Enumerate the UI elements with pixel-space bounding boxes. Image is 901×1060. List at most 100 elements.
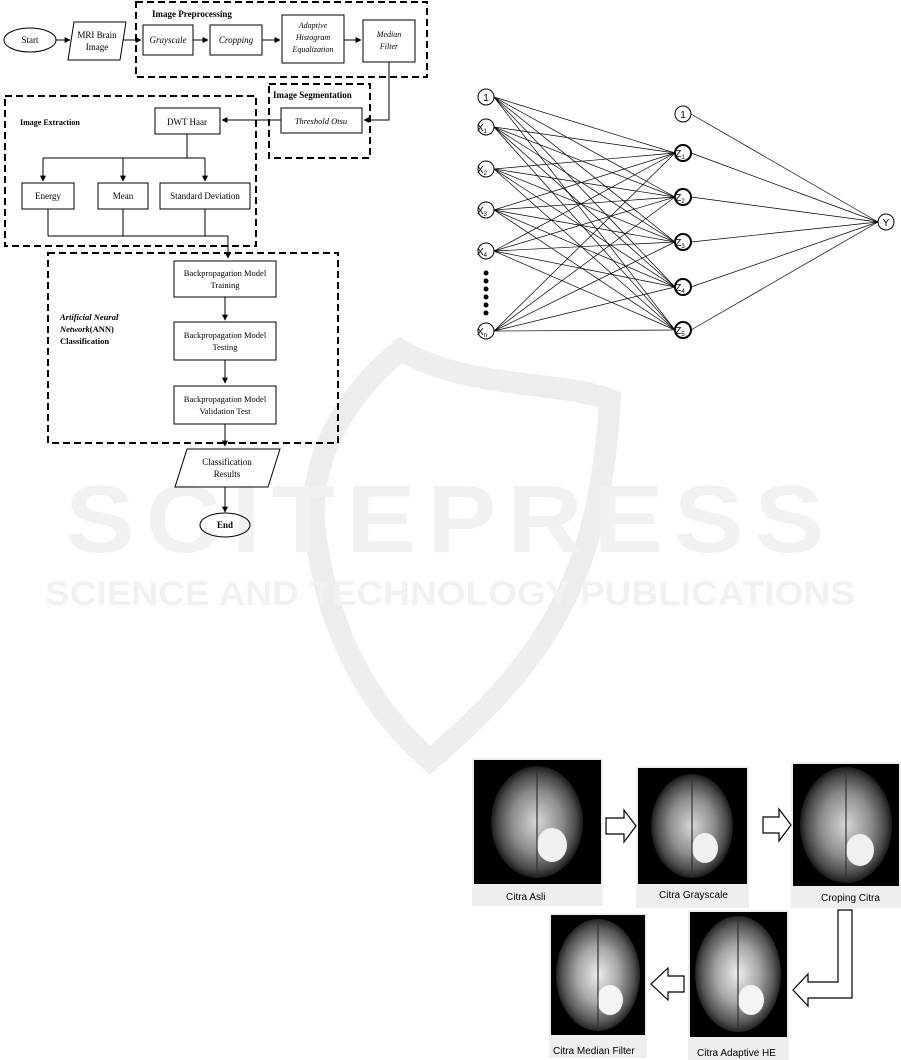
nn-edge-in4-h0	[493, 152, 676, 252]
nn-edge-h1-out	[690, 152, 879, 223]
nn-hidden-node-5	[674, 321, 692, 339]
median-label-line2: Filter	[379, 42, 399, 51]
testing-label-line2: Testing	[213, 342, 239, 352]
end-label: End	[217, 520, 233, 530]
ann-title-abbrev: (ANN)	[90, 324, 114, 334]
nn-hidden-sub-2: 2	[681, 199, 685, 205]
hollow-arrow-original-grayscale	[605, 808, 637, 844]
training-box	[173, 260, 277, 298]
cropping-label: Cropping	[219, 35, 254, 45]
results-shape	[174, 448, 281, 488]
nn-edge-in0-h4	[493, 96, 676, 331]
grayscale-label: Grayscale	[150, 35, 187, 45]
brain-cropping-tumor	[846, 834, 874, 866]
nn-edge-in5-h0	[493, 152, 676, 332]
nn-edge-in3-h4	[493, 209, 676, 331]
results-label-line2: Results	[214, 469, 241, 479]
nn-edge-in2-h1	[493, 168, 676, 198]
nn-hidden-base-5: Z	[675, 326, 681, 337]
nn-hidden-sub-3: 3	[681, 244, 685, 250]
results-label-line1: Classification	[202, 457, 252, 467]
nn-edge-in0-h1	[493, 96, 676, 198]
nn-input-bias-node	[477, 88, 495, 106]
nn-output-node	[877, 213, 895, 231]
watermark: SCITEPRESS SCIENCE AND TECHNOLOGY PUBLIC…	[45, 336, 855, 775]
nn-edge-in3-h1	[493, 196, 676, 211]
nn-input-node-3	[477, 201, 495, 219]
nn-input-base-2: X	[477, 165, 484, 176]
nn-edge-in3-h2	[493, 209, 676, 243]
extraction-group	[4, 95, 257, 247]
nn-input-base-1: X	[477, 123, 484, 134]
nn-hidden-sub-4: 4	[681, 289, 685, 295]
validation-label-line2: Validation Test	[200, 406, 252, 416]
flowchart: Image Preprocessing Image Segmentation I…	[3, 1, 428, 538]
nn-edge-in2-h3	[493, 168, 676, 288]
nn-input-sub-2: 2	[484, 171, 488, 177]
ahe-label-line1: Adaptive	[298, 21, 328, 30]
neural-network: 1 X1 X2 X3 X4 Xn 1 Z1 Z2 Z3 Z4 Z5 Y	[477, 88, 895, 340]
nn-hidden-label-4: Z4	[675, 283, 685, 295]
ahe-box	[281, 14, 345, 64]
mri-pipeline: Citra Asli Citra Grayscale Croping Citra…	[472, 758, 901, 1060]
nn-edge-in5-h1	[493, 196, 676, 332]
nn-edge-in1-h2	[493, 126, 676, 243]
nn-hidden-label-3: Z3	[675, 238, 685, 250]
ahe-label-line2: Histogram	[295, 33, 330, 42]
nn-hidden-base-4: Z	[675, 283, 681, 294]
nn-input-sub-1: 1	[484, 129, 488, 135]
std-label: Standard Deviation	[170, 191, 240, 201]
training-label-line1: Backpropagation Model	[184, 268, 267, 278]
segmentation-title: Image Segmentation	[273, 90, 352, 100]
hollow-arrow-adaptive-median	[650, 966, 685, 1002]
nn-hidden-label-5: Z5	[675, 326, 685, 338]
watermark-logo-text: SCITEPRESS	[65, 466, 835, 573]
nn-input-sub-n: n	[484, 333, 487, 339]
extraction-title: Image Extraction	[20, 118, 80, 127]
nn-input-node-2	[477, 160, 495, 178]
nn-hidden-base-2: Z	[675, 193, 681, 204]
nn-hidden-node-4	[674, 278, 692, 296]
ann-title-line3: Classification	[60, 336, 109, 346]
watermark-tagline: SCIENCE AND TECHNOLOGY PUBLICATIONS	[45, 575, 855, 613]
nn-input-label-1: X1	[477, 123, 488, 135]
nn-hidden-base-3: Z	[675, 238, 681, 249]
mean-label: Mean	[113, 191, 134, 201]
nn-input-sub-4: 4	[484, 253, 488, 259]
mri-input-label-line2: Image	[86, 42, 109, 52]
brain-adaptive-tumor	[738, 985, 764, 1015]
nn-hidden-base-1: Z	[675, 149, 681, 160]
ann-group	[47, 252, 339, 444]
nn-hidden-sub-5: 5	[681, 332, 685, 338]
energy-label: Energy	[35, 191, 61, 201]
nn-edge-in1-h1	[493, 126, 676, 198]
nn-edge-in1-h4	[493, 126, 676, 331]
nn-hidden-node-3	[674, 233, 692, 251]
brain-median-tumor	[597, 985, 623, 1015]
nn-edge-in4-h1	[493, 196, 676, 252]
nn-edge-in3-h3	[493, 209, 676, 288]
nn-edge-in0-h3	[493, 96, 676, 288]
nn-edge-h5-out	[690, 221, 879, 331]
testing-label-line1: Backpropagation Model	[184, 330, 267, 340]
nn-edge-h2-out	[690, 196, 879, 223]
nn-edge-in1-h3	[493, 126, 676, 288]
nn-hidden-label-2: Z2	[675, 193, 685, 205]
nn-input-label-2: X2	[477, 165, 488, 177]
validation-label-line1: Backpropagation Model	[184, 394, 267, 404]
mri-input-label-line1: MRI Brain	[77, 30, 117, 40]
nn-edge-in0-h0	[493, 96, 676, 154]
nn-edge-in4-h4	[493, 250, 676, 331]
nn-edge-h4-out	[690, 221, 879, 288]
nn-input-base-3: X	[477, 206, 484, 217]
ann-title-line1: Artificial Neural	[59, 312, 119, 322]
nn-edge-in5-h2	[493, 241, 676, 332]
caption-cropping: Croping Citra	[821, 893, 880, 904]
nn-edge-in3-h0	[493, 152, 676, 211]
preprocessing-title: Image Preprocessing	[152, 9, 232, 19]
nn-ellipsis-dots	[483, 270, 489, 316]
training-label-line2: Training	[211, 280, 241, 290]
nn-input-node-1	[477, 118, 495, 136]
nn-edge-h0-out	[690, 113, 879, 223]
nn-hidden-node-2	[674, 188, 692, 206]
